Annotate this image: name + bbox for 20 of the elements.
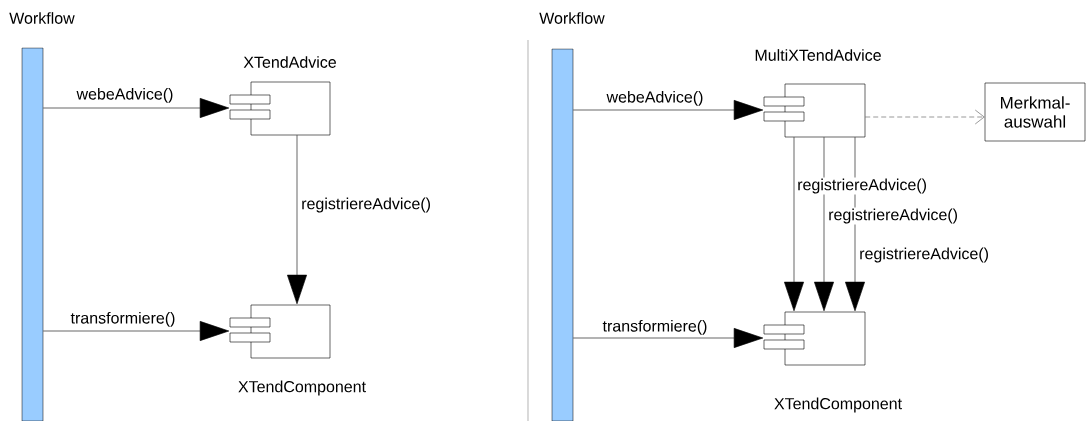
edge-label: registriereAdvice() bbox=[827, 207, 959, 225]
edge-label: transformiere() bbox=[601, 318, 709, 336]
node-label: Workflow bbox=[9, 12, 75, 24]
edge-label: transformiere() bbox=[69, 310, 177, 328]
edge-label: registriereAdvice() bbox=[858, 246, 990, 264]
arrow bbox=[784, 136, 804, 312]
edge-label: webeAdvice() bbox=[605, 89, 705, 107]
feature-box: Merkmal- auswahl bbox=[984, 82, 1086, 142]
arrow bbox=[864, 109, 985, 125]
arrow bbox=[287, 134, 307, 305]
edge-label: webeAdvice() bbox=[75, 86, 175, 104]
arrow bbox=[42, 98, 230, 118]
node-label: Workflow bbox=[539, 12, 605, 24]
arrow bbox=[845, 136, 865, 312]
arrow bbox=[42, 321, 230, 341]
arrow bbox=[572, 328, 764, 348]
edge-label: registriereAdvice() bbox=[300, 196, 432, 214]
edge-label: registriereAdvice() bbox=[796, 177, 928, 195]
arrow bbox=[814, 136, 834, 312]
arrow bbox=[572, 100, 764, 120]
